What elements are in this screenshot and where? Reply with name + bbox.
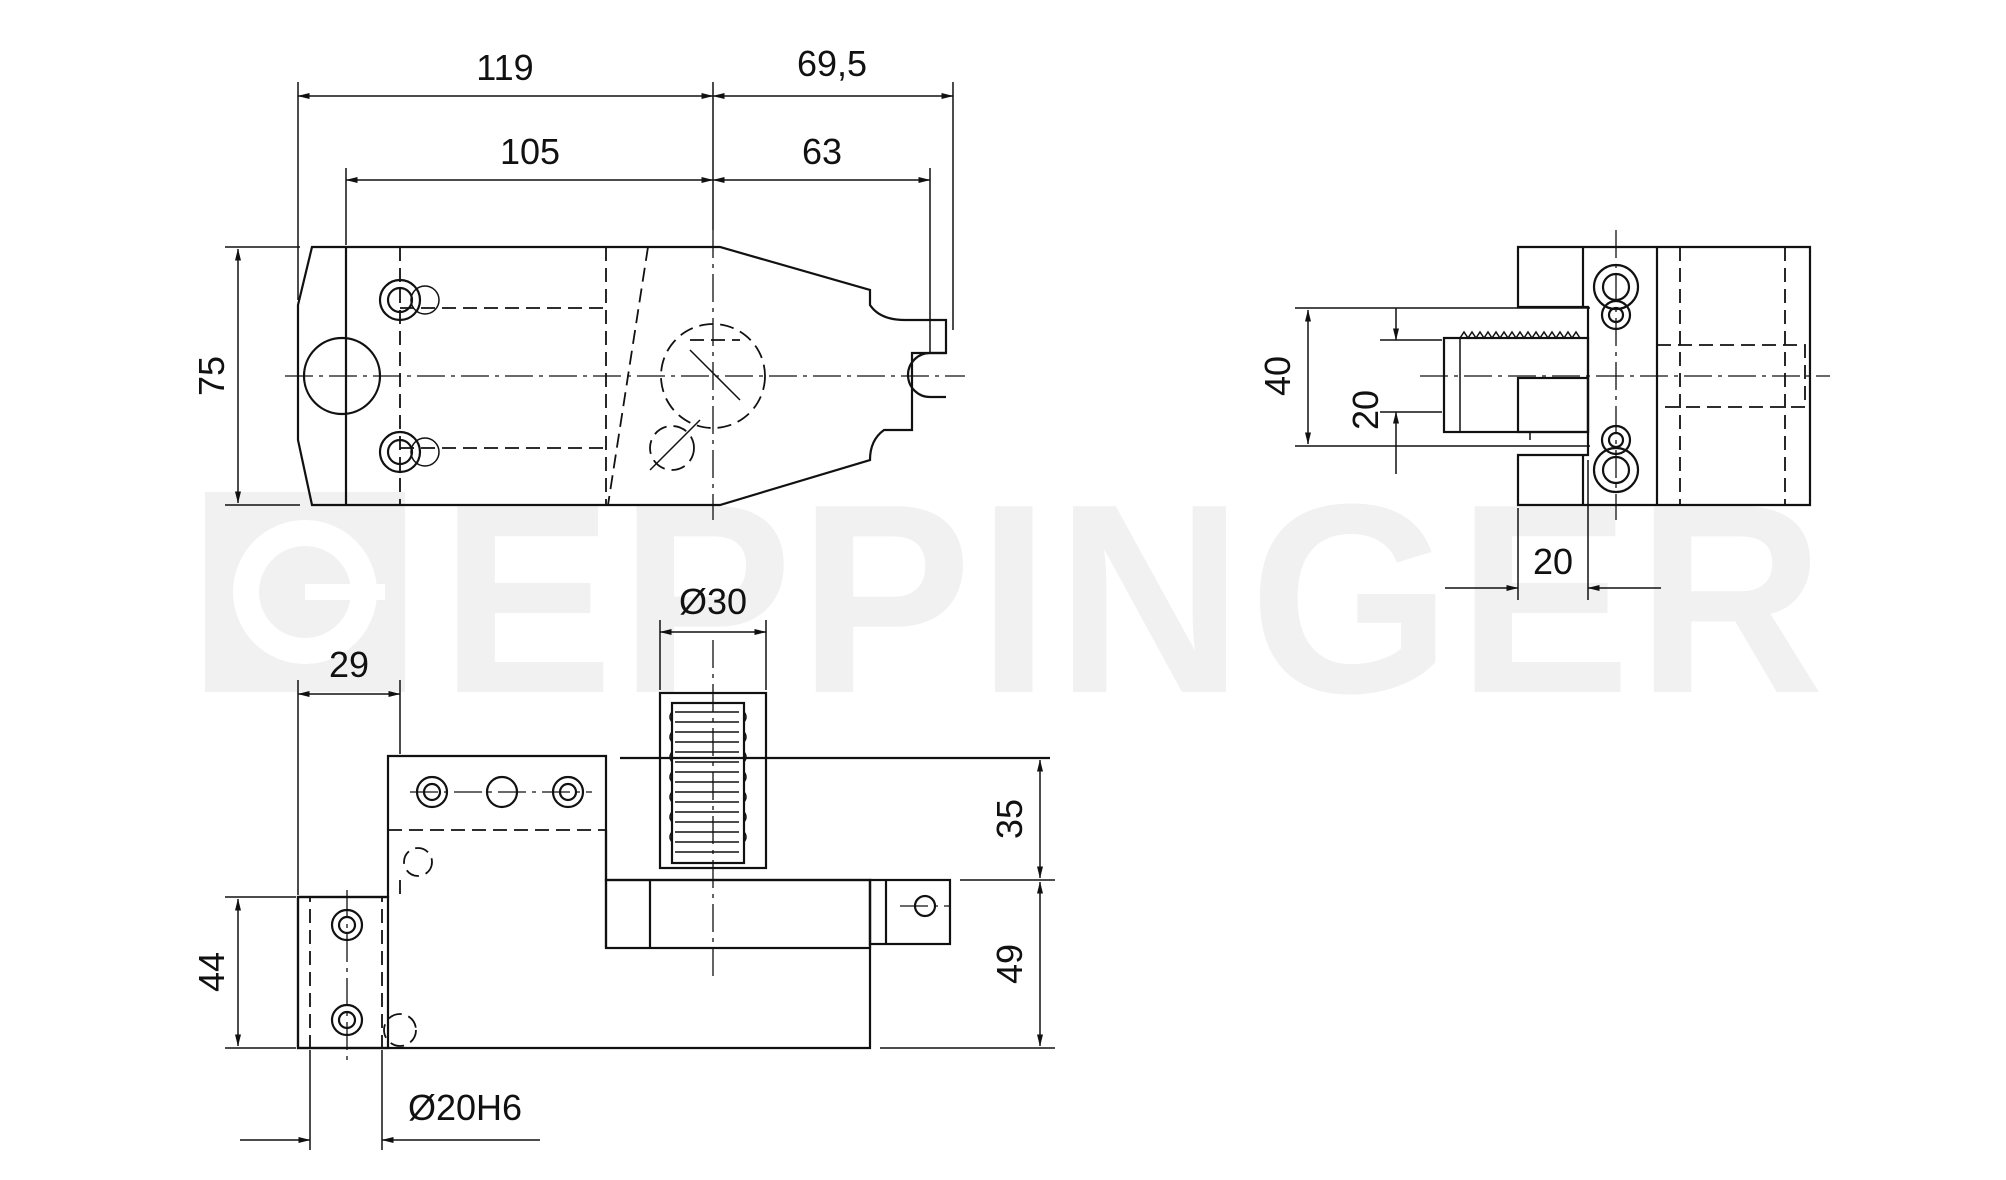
dim-69-5: 69,5 (797, 43, 867, 84)
dim-diameter-30: Ø30 (679, 581, 747, 622)
dim-35: 35 (989, 799, 1030, 839)
top-view: 119 69,5 105 63 75 (191, 43, 965, 520)
dim-40: 40 (1257, 356, 1298, 396)
dim-105: 105 (500, 131, 560, 172)
eppinger-watermark: EPPINGER (205, 449, 1830, 750)
dim-20-vertical: 20 (1345, 390, 1386, 430)
eppinger-logo-icon (205, 492, 405, 692)
dim-63: 63 (802, 131, 842, 172)
side-view: 40 20 20 (1257, 230, 1830, 600)
dim-49: 49 (989, 944, 1030, 984)
dim-75: 75 (191, 356, 232, 396)
dim-shank-diameter: Ø20H6 (408, 1087, 522, 1128)
dim-119: 119 (476, 47, 533, 88)
dim-44: 44 (191, 952, 232, 992)
dim-29: 29 (329, 644, 369, 685)
watermark-text: EPPINGER (440, 449, 1830, 750)
dim-20-horizontal: 20 (1533, 541, 1573, 582)
front-view: 29 Ø30 44 35 49 Ø20H6 (191, 581, 1055, 1150)
